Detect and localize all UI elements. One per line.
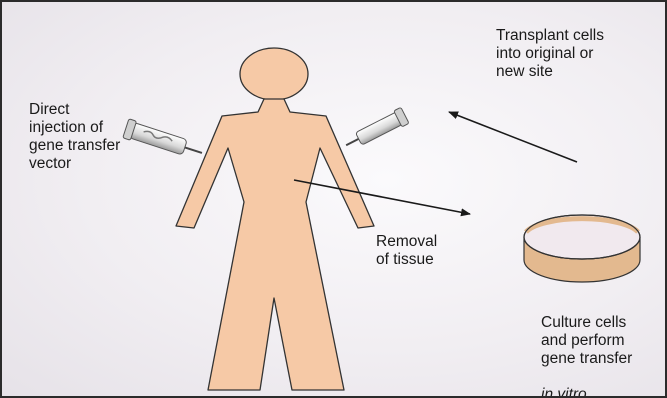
in-vitro-label: in vitro [541,386,587,398]
transplant-arrow [449,112,577,162]
removal-label: Removal of tissue [376,233,437,269]
culture-dish-icon [524,215,640,282]
culture-label-text: Culture cells and perform gene transfer [541,314,632,367]
human-body [176,99,374,390]
culture-label: Culture cells and perform gene transfer … [541,296,632,398]
removal-arrow [294,180,470,214]
syringe-icon [342,107,409,153]
human-head [240,48,308,100]
transplant-label: Transplant cells into original or new si… [496,27,604,81]
direct-injection-label: Direct injection of gene transfer vector [29,101,120,173]
syringe-icon [123,119,205,163]
human-figure [176,48,374,390]
